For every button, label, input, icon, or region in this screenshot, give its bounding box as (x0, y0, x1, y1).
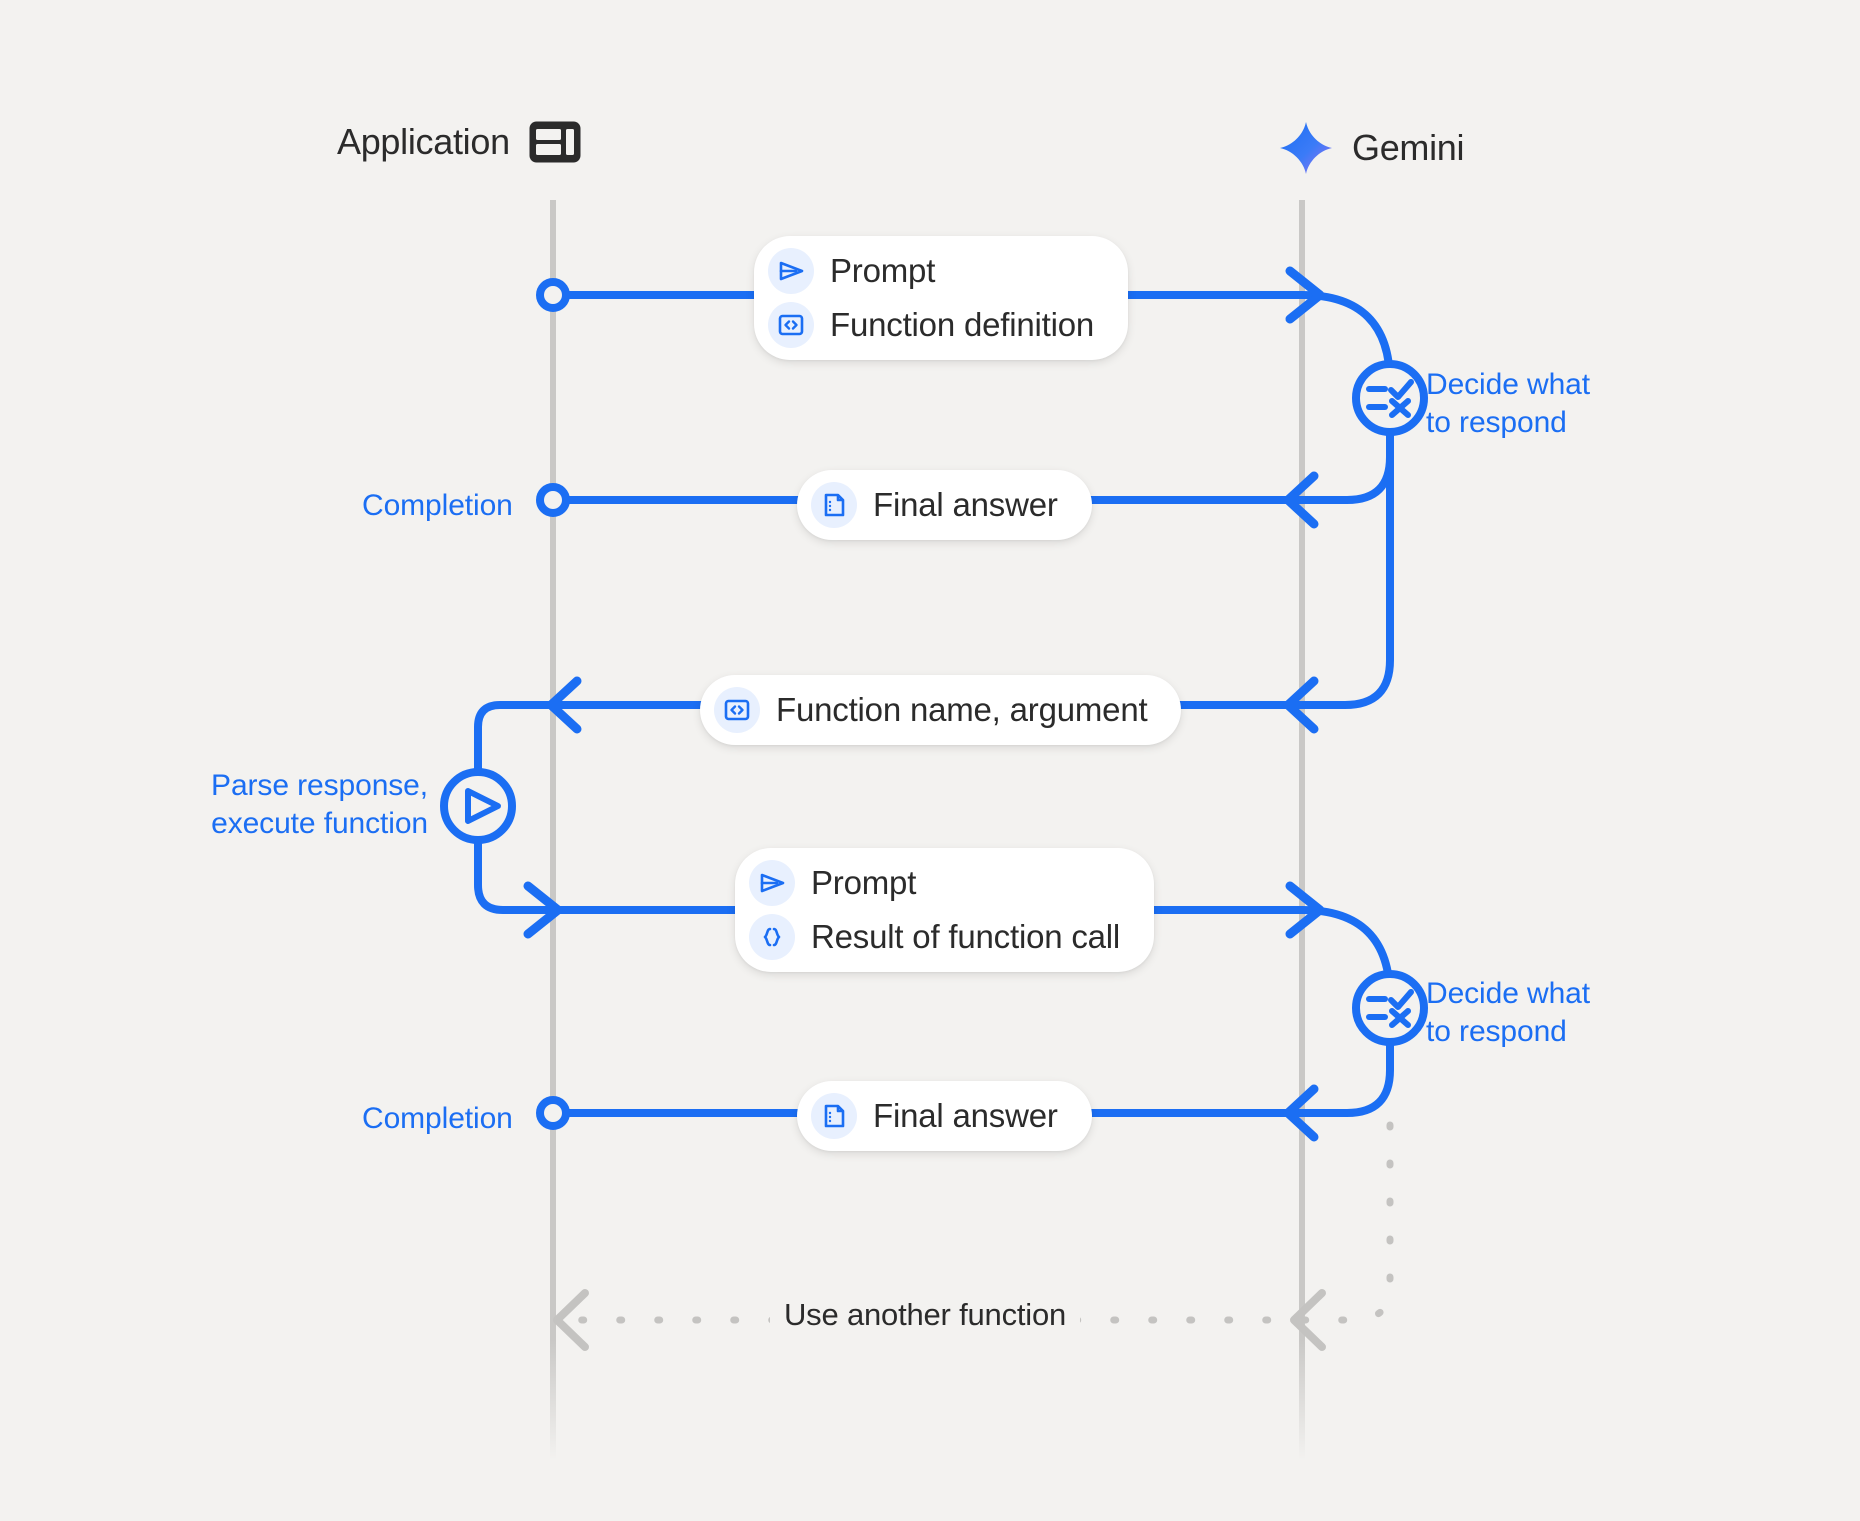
caption-completion-2: Completion (362, 1102, 513, 1135)
card-row-function-name-argument: Function name, argument (714, 687, 1148, 733)
card-row-function-definition: Function definition (768, 302, 1094, 348)
message-card-function-name-argument: Function name, argument (700, 675, 1182, 745)
lifeline-application (550, 200, 556, 1460)
arrowhead-function-call-app (546, 676, 582, 734)
card-row-result-of-function-call: Result of function call (749, 914, 1120, 960)
origin-node-request-1 (536, 278, 570, 312)
loop-label-use-another-function: Use another function (770, 1297, 1081, 1333)
column-label-gemini: Gemini (1352, 127, 1465, 168)
message-card-final-answer-2: Final answer (797, 1081, 1092, 1151)
send-arrow-icon (768, 248, 814, 294)
card-label-result-of-function-call: Result of function call (811, 918, 1121, 955)
caption-decide-what-to-respond-2: Decide what to respond (1426, 977, 1590, 1049)
node-decide-1 (1352, 360, 1428, 436)
card-label-final-answer: Final answer (873, 486, 1058, 523)
card-label-prompt: Prompt (811, 864, 917, 901)
arrowhead-request-2-app (523, 881, 563, 939)
column-header-gemini: Gemini (1278, 120, 1465, 176)
completion-node-2 (536, 1096, 570, 1130)
message-card-final-answer-1: Final answer (797, 470, 1092, 540)
lifeline-gemini (1299, 200, 1305, 1460)
arrowhead-request-2-gemini (1285, 881, 1325, 939)
completion-node-1 (536, 483, 570, 517)
arrowhead-response-2 (1283, 1084, 1319, 1142)
column-label-application: Application (337, 121, 510, 162)
code-brackets-icon (714, 687, 760, 733)
document-icon (811, 482, 857, 528)
dashboard-layout-icon (528, 120, 582, 164)
card-label-function-definition: Function definition (830, 306, 1095, 343)
card-row-final-answer: Final answer (811, 1093, 1058, 1139)
card-row-prompt: Prompt (768, 248, 1094, 294)
arrowhead-function-call-gemini (1283, 676, 1319, 734)
caption-decide-what-to-respond-1: Decide what to respond (1426, 368, 1590, 440)
caption-completion-1: Completion (362, 489, 513, 522)
code-brackets-icon (768, 302, 814, 348)
message-card-prompt-result-of-function-call: Prompt Result of function call (735, 848, 1155, 972)
card-label-prompt: Prompt (830, 252, 936, 289)
arrowhead-response-1 (1283, 471, 1319, 529)
card-label-final-answer: Final answer (873, 1097, 1058, 1134)
arrowhead-loop-app (553, 1289, 589, 1351)
column-header-application: Application (337, 120, 582, 164)
card-row-prompt: Prompt (749, 860, 1120, 906)
send-arrow-icon (749, 860, 795, 906)
card-row-final-answer: Final answer (811, 482, 1058, 528)
node-parse-execute (440, 768, 516, 844)
arrowhead-loop-gemini (1290, 1289, 1326, 1351)
message-card-prompt-function-definition: Prompt Function definition (754, 236, 1129, 360)
caption-parse-response-execute-function: Parse response, execute function (211, 769, 428, 841)
curly-braces-icon (749, 914, 795, 960)
gemini-sparkle-icon (1278, 120, 1334, 176)
card-label-function-name-argument: Function name, argument (776, 691, 1148, 728)
node-decide-2 (1352, 970, 1428, 1046)
arrowhead-request-1 (1285, 266, 1325, 324)
document-icon (811, 1093, 857, 1139)
